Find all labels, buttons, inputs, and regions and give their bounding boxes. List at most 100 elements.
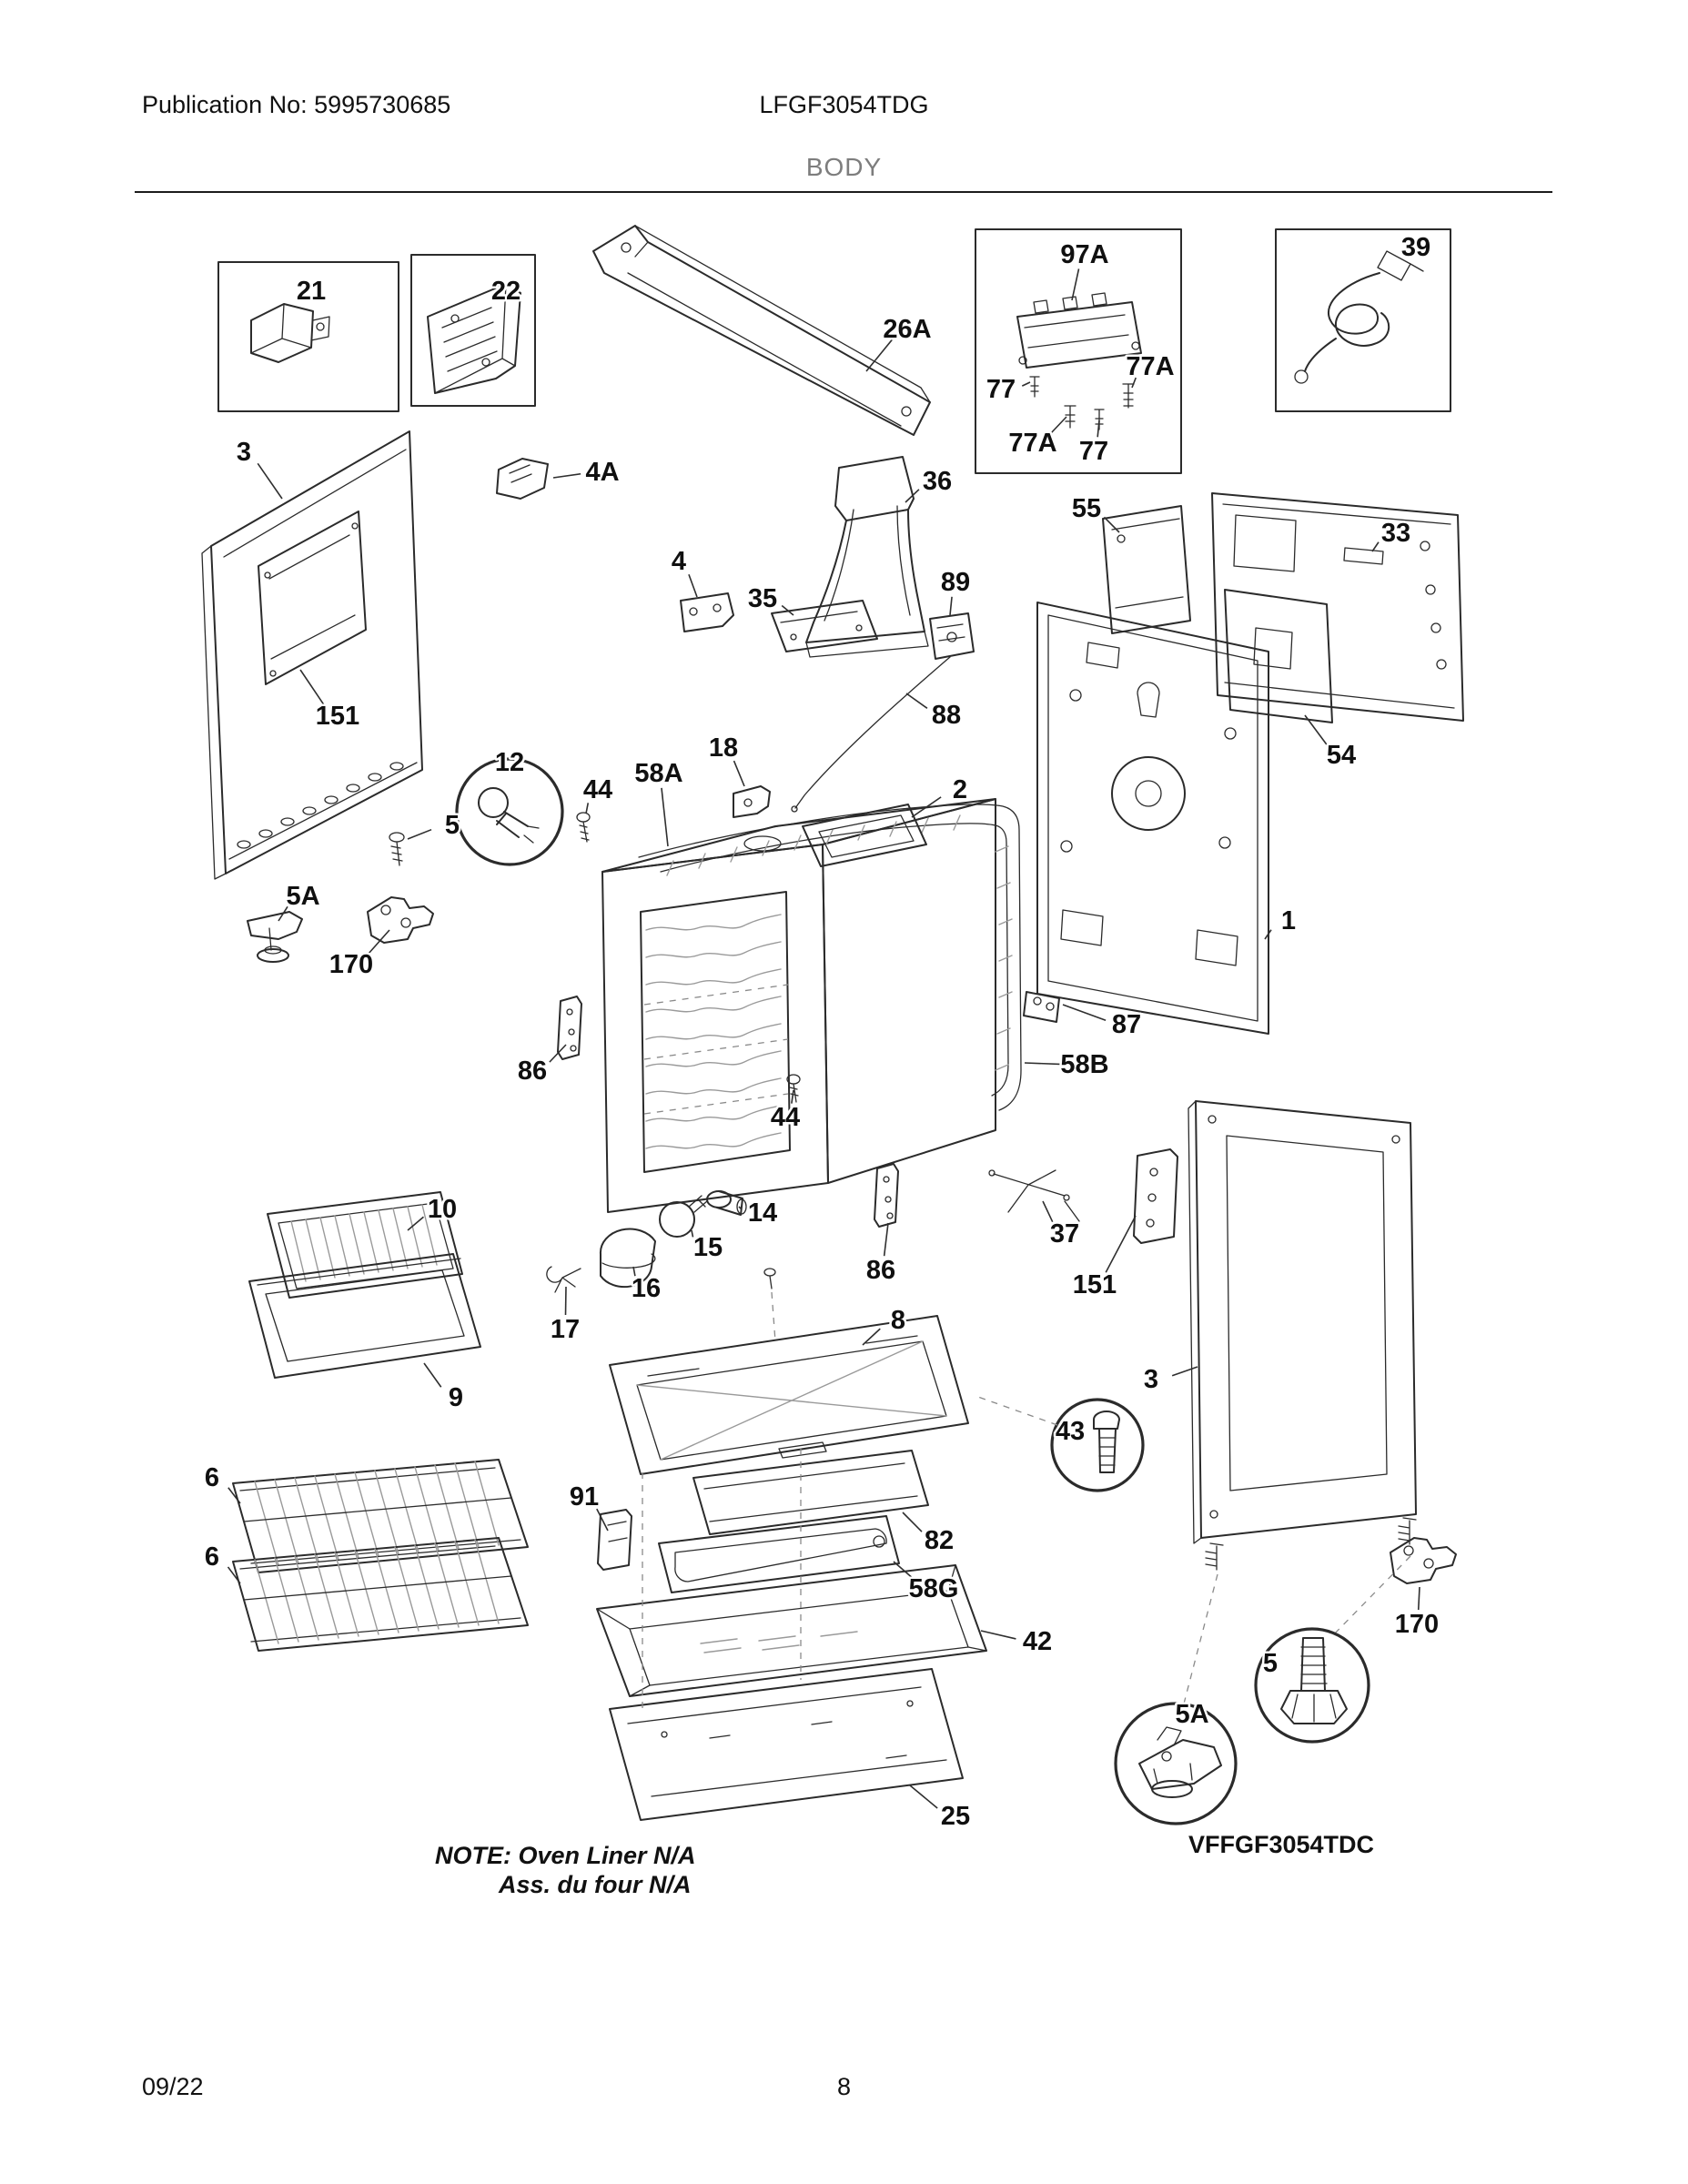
leader-line xyxy=(1171,1366,1198,1377)
callout-5A: 5A xyxy=(1175,1700,1208,1729)
leader-line xyxy=(299,669,325,705)
leader-line xyxy=(1103,516,1120,533)
leader-line xyxy=(688,573,698,598)
part-3-left-side-panel xyxy=(201,430,423,880)
leader-line xyxy=(367,929,390,956)
leader-line xyxy=(278,905,288,922)
callout-14: 14 xyxy=(748,1198,777,1228)
callout-17: 17 xyxy=(551,1315,580,1344)
leader-line xyxy=(909,1785,938,1809)
callout-44: 44 xyxy=(583,775,612,804)
callout-58G: 58G xyxy=(909,1574,959,1603)
publication-number: Publication No: 5995730685 xyxy=(142,91,451,118)
inset-box-21 xyxy=(217,261,399,412)
callout-3: 3 xyxy=(237,438,251,467)
callout-77A: 77A xyxy=(1008,429,1056,458)
callout-86: 86 xyxy=(866,1256,895,1285)
part-15-bulb xyxy=(659,1195,708,1238)
callout-39: 39 xyxy=(1401,233,1430,262)
leader-line xyxy=(862,1328,881,1346)
detail-circle-43 xyxy=(975,1395,1145,1492)
part-88-wire xyxy=(791,656,951,813)
leader-line xyxy=(632,1266,636,1277)
screw-77-a xyxy=(1029,376,1040,398)
callout-4: 4 xyxy=(672,547,686,576)
detail-circle-12 xyxy=(455,757,564,866)
callout-55: 55 xyxy=(1072,494,1101,523)
leader-line xyxy=(902,1512,923,1532)
leader-line xyxy=(1264,929,1272,940)
leader-line xyxy=(791,1089,794,1104)
callout-86: 86 xyxy=(518,1057,547,1086)
callout-8: 8 xyxy=(891,1306,905,1335)
part-170-bracket-left xyxy=(367,896,434,944)
leader-line xyxy=(883,1222,889,1257)
callout-16: 16 xyxy=(632,1274,661,1303)
callout-12: 12 xyxy=(495,748,524,777)
model-number: LFGF3054TDG xyxy=(759,91,929,118)
part-14-socket xyxy=(706,1190,747,1216)
leader-line xyxy=(257,462,283,500)
part-6-oven-rack-lower xyxy=(232,1537,529,1652)
leader-line xyxy=(661,787,669,847)
part-5A-leveling-leg-left xyxy=(247,911,303,963)
callout-89: 89 xyxy=(941,568,970,597)
screw-77A-b xyxy=(1064,405,1076,429)
callout-4A: 4A xyxy=(585,458,619,487)
note-line-2: Ass. du four N/A xyxy=(499,1870,692,1898)
leader-line xyxy=(1062,1004,1107,1021)
callout-37: 37 xyxy=(1050,1219,1079,1249)
callout-82: 82 xyxy=(925,1526,954,1555)
callout-22: 22 xyxy=(491,277,521,306)
part-6-oven-rack-upper xyxy=(232,1459,529,1573)
leader-line xyxy=(1024,1062,1064,1066)
leader-line xyxy=(893,1561,916,1582)
part-9-broiler-pan xyxy=(248,1253,481,1379)
callout-5: 5 xyxy=(445,811,460,840)
footer-page-number: 8 xyxy=(836,2073,852,2100)
callout-77A: 77A xyxy=(1126,352,1174,381)
oven-liner-note: NOTE: Oven Liner N/A Ass. du four N/A xyxy=(435,1842,696,1900)
part-58A-oven-cavity xyxy=(601,798,996,1213)
part-86-strip-lower xyxy=(874,1163,899,1228)
leader-line xyxy=(1042,1200,1054,1223)
inset-box-22 xyxy=(410,254,536,407)
leader-line xyxy=(1371,541,1380,552)
part-44-screw-lower xyxy=(786,1074,801,1103)
part-36-vent-duct xyxy=(805,456,929,658)
leader-line xyxy=(905,489,920,503)
inset-box-39 xyxy=(1275,228,1451,412)
leader-line xyxy=(1021,381,1031,387)
callout-151: 151 xyxy=(316,702,359,731)
leader-line xyxy=(407,828,432,840)
leader-line xyxy=(1071,268,1080,301)
part-8-drawer-front-panel xyxy=(609,1268,969,1475)
part-42-drawer-body xyxy=(596,1564,987,1697)
leader-line xyxy=(1304,714,1328,745)
callout-5: 5 xyxy=(1263,1649,1278,1678)
leader-line xyxy=(911,796,942,818)
part-151-inner-panel-left xyxy=(258,511,367,685)
part-89-bracket xyxy=(929,612,975,660)
callout-88: 88 xyxy=(932,701,961,730)
callout-26A: 26A xyxy=(883,315,931,344)
callout-43: 43 xyxy=(1056,1417,1085,1446)
leader-line xyxy=(980,1630,1016,1640)
callout-25: 25 xyxy=(941,1802,970,1831)
leader-line xyxy=(227,1487,241,1504)
part-26A-rail xyxy=(592,225,931,436)
callout-91: 91 xyxy=(570,1482,599,1512)
callout-2: 2 xyxy=(953,775,967,804)
callout-170: 170 xyxy=(1395,1610,1439,1639)
part-1-rear-body-panel xyxy=(1036,602,1269,1035)
part-87-latch xyxy=(1023,991,1060,1023)
leader-line xyxy=(552,472,581,479)
part-82-panel xyxy=(692,1450,929,1535)
part-170-bracket-right xyxy=(1390,1537,1457,1584)
callout-54: 54 xyxy=(1327,741,1356,770)
callout-170: 170 xyxy=(329,950,373,979)
callout-6: 6 xyxy=(205,1463,219,1492)
